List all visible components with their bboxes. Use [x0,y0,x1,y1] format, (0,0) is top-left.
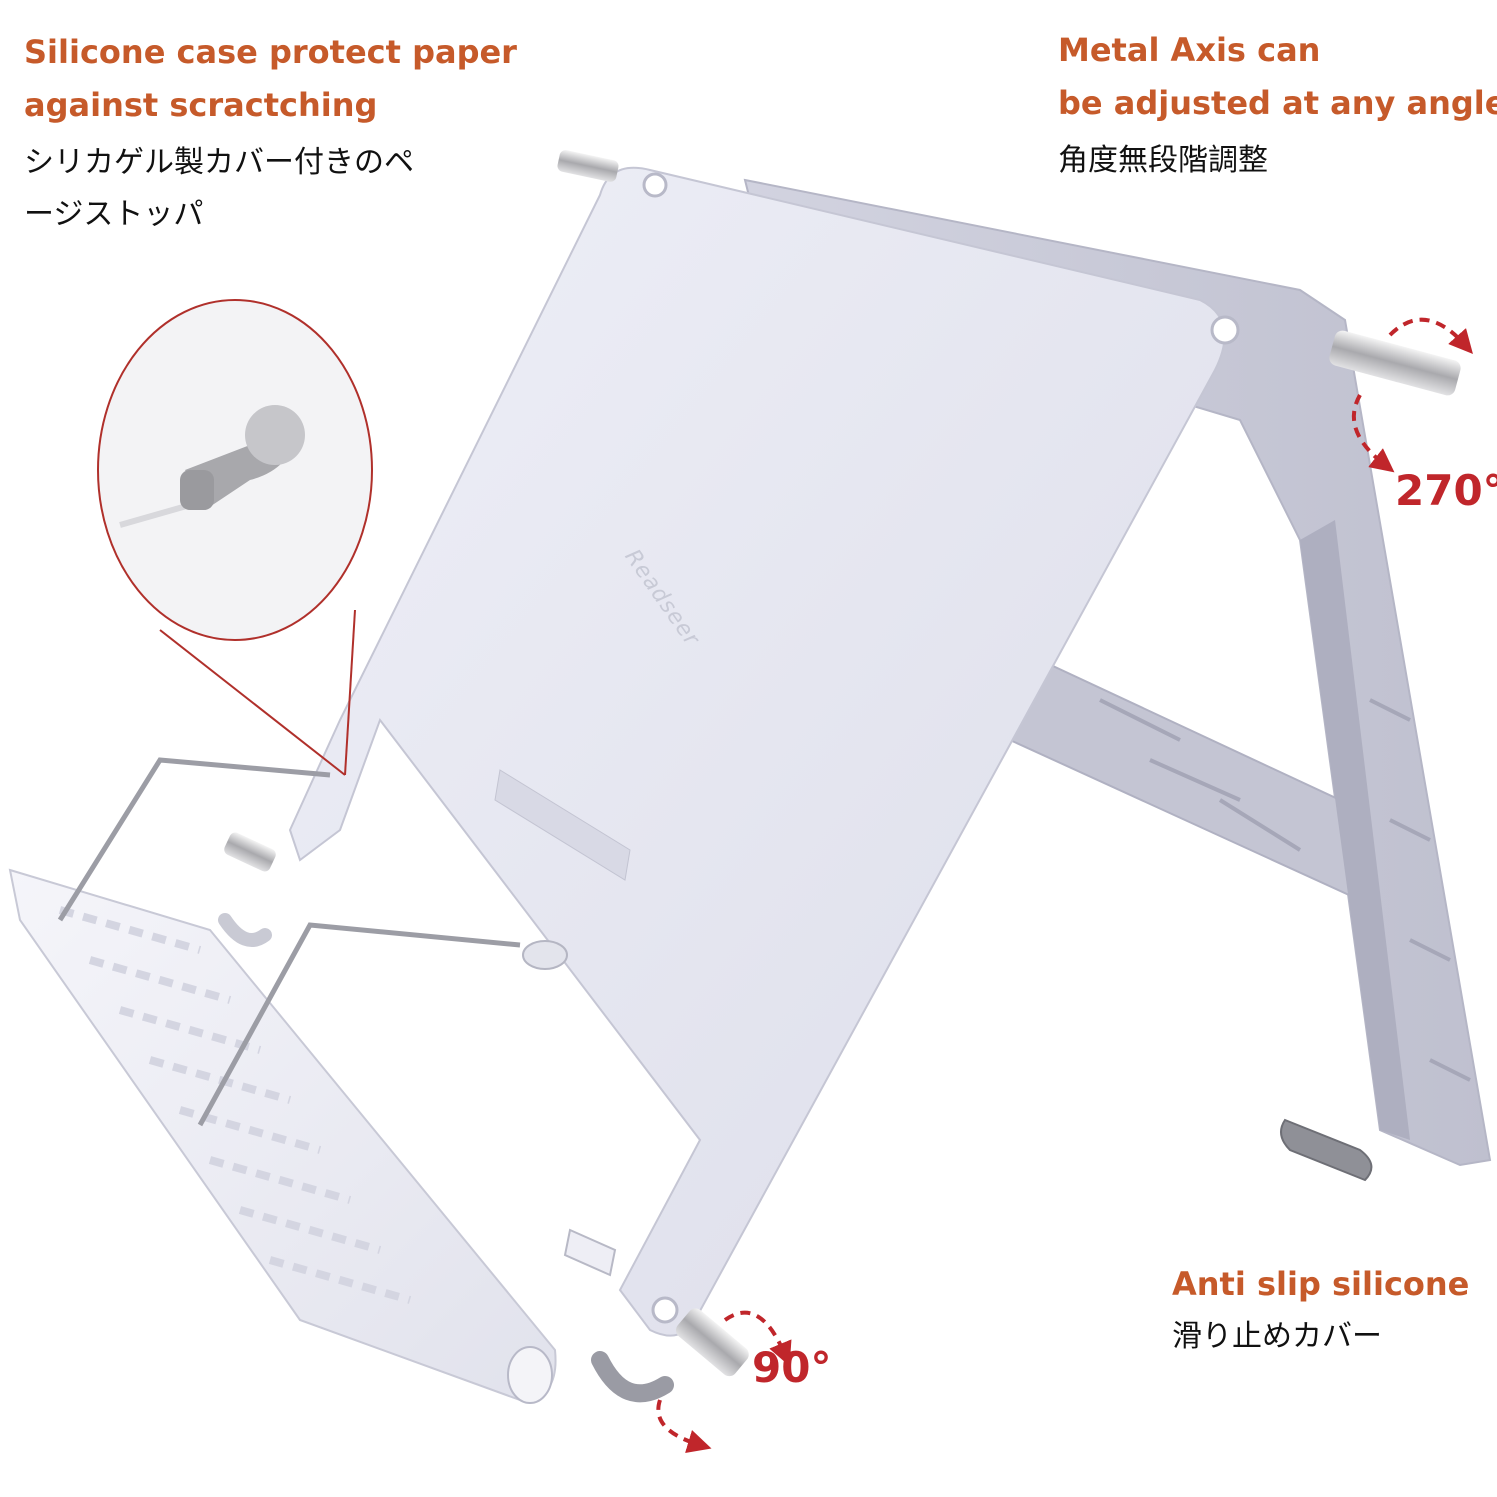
wire-page-holders [57,757,521,1127]
main-board [288,166,1240,1337]
metal-axis-jp-line1: 角度無段階調整 [1058,143,1268,178]
silicone-caps [218,913,674,1403]
silicone-case-title-line2: against scractching [24,86,378,124]
silicone-case-jp-line2: ージストッパ [24,197,204,232]
metal-axis-title-line1: Metal Axis can [1058,31,1321,69]
rotation-arrow-bottom [656,1310,792,1454]
metal-axis-pins [224,150,1461,1377]
rotation-arrow-top [1351,317,1473,473]
page-ledge-tray [8,868,557,1404]
metal-axis-title-line2: be adjusted at any angle [1058,84,1497,122]
silicone-case-jp-line1: シリカゲル製カバー付きのペ [24,145,414,180]
silicone-case-title-line1: Silicone case protect paper [24,33,517,71]
anti-slip-cap [1280,1118,1373,1182]
angle-label-90: 90° [752,1343,832,1392]
angle-label-270: 270° [1395,466,1497,515]
anti-slip-title: Anti slip silicone [1172,1265,1470,1303]
anti-slip-jp: 滑り止めカバー [1172,1319,1382,1354]
magnifier-callout [97,299,373,776]
